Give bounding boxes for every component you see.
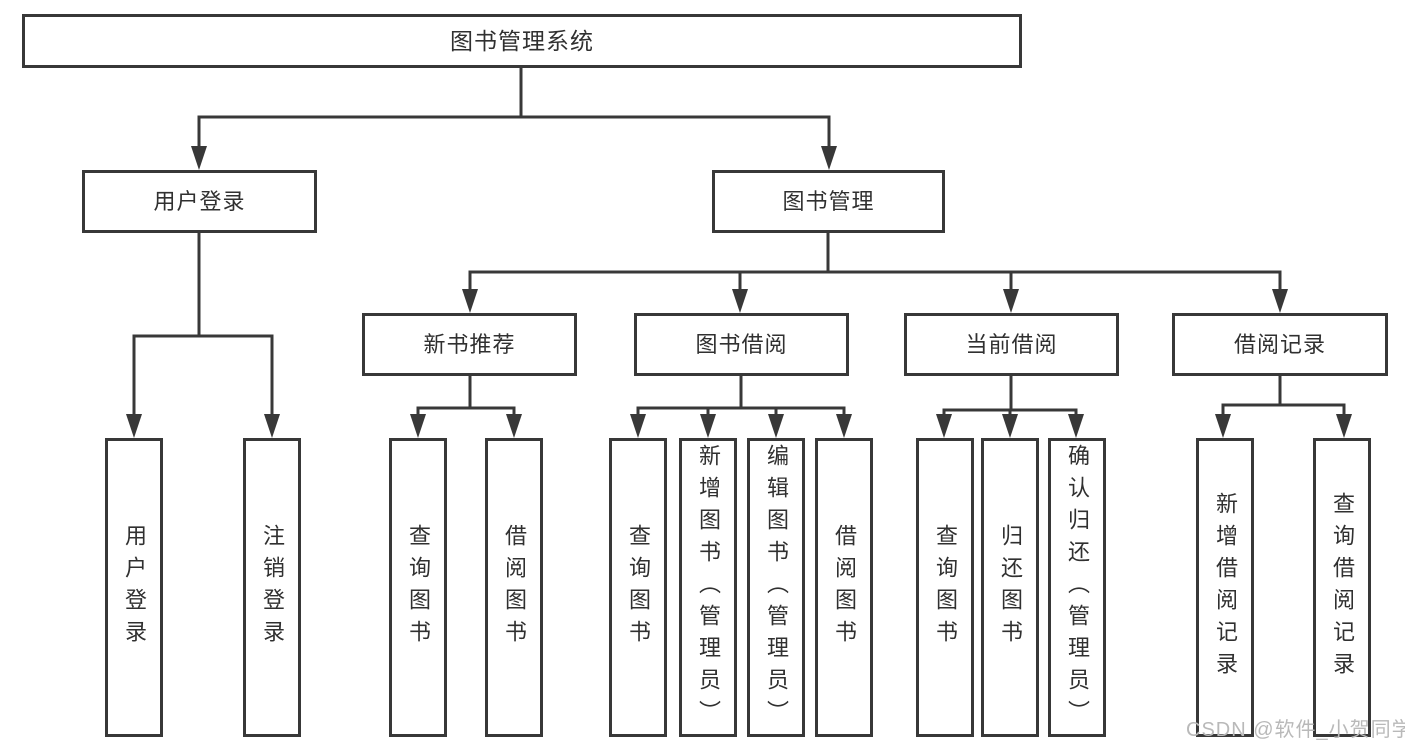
leaf-return-book: 归还图书	[981, 438, 1039, 737]
leaf-add-borrow-record-label: 新增借阅记录	[1213, 491, 1238, 684]
leaf-query-books-borrow-label: 查询图书	[626, 523, 651, 652]
leaf-borrow-books-label: 借阅图书	[832, 523, 857, 652]
leaf-confirm-return-admin-label: 确认归还（管理员）	[1065, 443, 1090, 732]
leaf-borrow-books: 借阅图书	[815, 438, 873, 737]
leaf-query-borrow-record: 查询借阅记录	[1313, 438, 1371, 737]
leaf-add-borrow-record: 新增借阅记录	[1196, 438, 1254, 737]
leaf-edit-book-admin: 编辑图书（管理员）	[747, 438, 805, 737]
connector-current-borrow-to-leaves	[942, 376, 1078, 422]
node-new-book-recommend: 新书推荐	[362, 313, 577, 376]
connector-root-to-level2	[197, 68, 831, 152]
leaf-user-login-label: 用户登录	[122, 523, 147, 652]
connector-borrow-records-to-leaves	[1221, 376, 1346, 422]
leaf-query-books-current: 查询图书	[916, 438, 974, 737]
node-book-borrow: 图书借阅	[634, 313, 849, 376]
leaf-query-borrow-record-label: 查询借阅记录	[1330, 491, 1355, 684]
leaf-user-login: 用户登录	[105, 438, 163, 737]
leaf-borrow-books-recommend: 借阅图书	[485, 438, 543, 737]
leaf-confirm-return-admin: 确认归还（管理员）	[1048, 438, 1106, 737]
leaf-logout-label: 注销登录	[260, 523, 285, 652]
connector-user-login-to-leaves	[132, 233, 274, 422]
leaf-edit-book-admin-label: 编辑图书（管理员）	[764, 443, 789, 732]
leaf-logout: 注销登录	[243, 438, 301, 737]
node-book-management: 图书管理	[712, 170, 945, 233]
connector-book-management-to-level3	[468, 233, 1282, 297]
leaf-add-book-admin: 新增图书（管理员）	[679, 438, 737, 737]
leaf-query-books-current-label: 查询图书	[933, 523, 958, 652]
leaf-add-book-admin-label: 新增图书（管理员）	[696, 443, 721, 732]
leaf-query-books-recommend-label: 查询图书	[406, 523, 431, 652]
connector-book-borrow-to-leaves	[636, 376, 846, 422]
leaf-query-books-borrow: 查询图书	[609, 438, 667, 737]
node-current-borrow: 当前借阅	[904, 313, 1119, 376]
node-user-login: 用户登录	[82, 170, 317, 233]
leaf-return-book-label: 归还图书	[998, 523, 1023, 652]
node-borrow-records: 借阅记录	[1172, 313, 1388, 376]
node-library-system: 图书管理系统	[22, 14, 1022, 68]
connector-new-book-to-leaves	[416, 376, 516, 422]
csdn-watermark: CSDN @软件_小贺同学	[1186, 719, 1405, 741]
leaf-query-books-recommend: 查询图书	[389, 438, 447, 737]
leaf-borrow-books-recommend-label: 借阅图书	[502, 523, 527, 652]
